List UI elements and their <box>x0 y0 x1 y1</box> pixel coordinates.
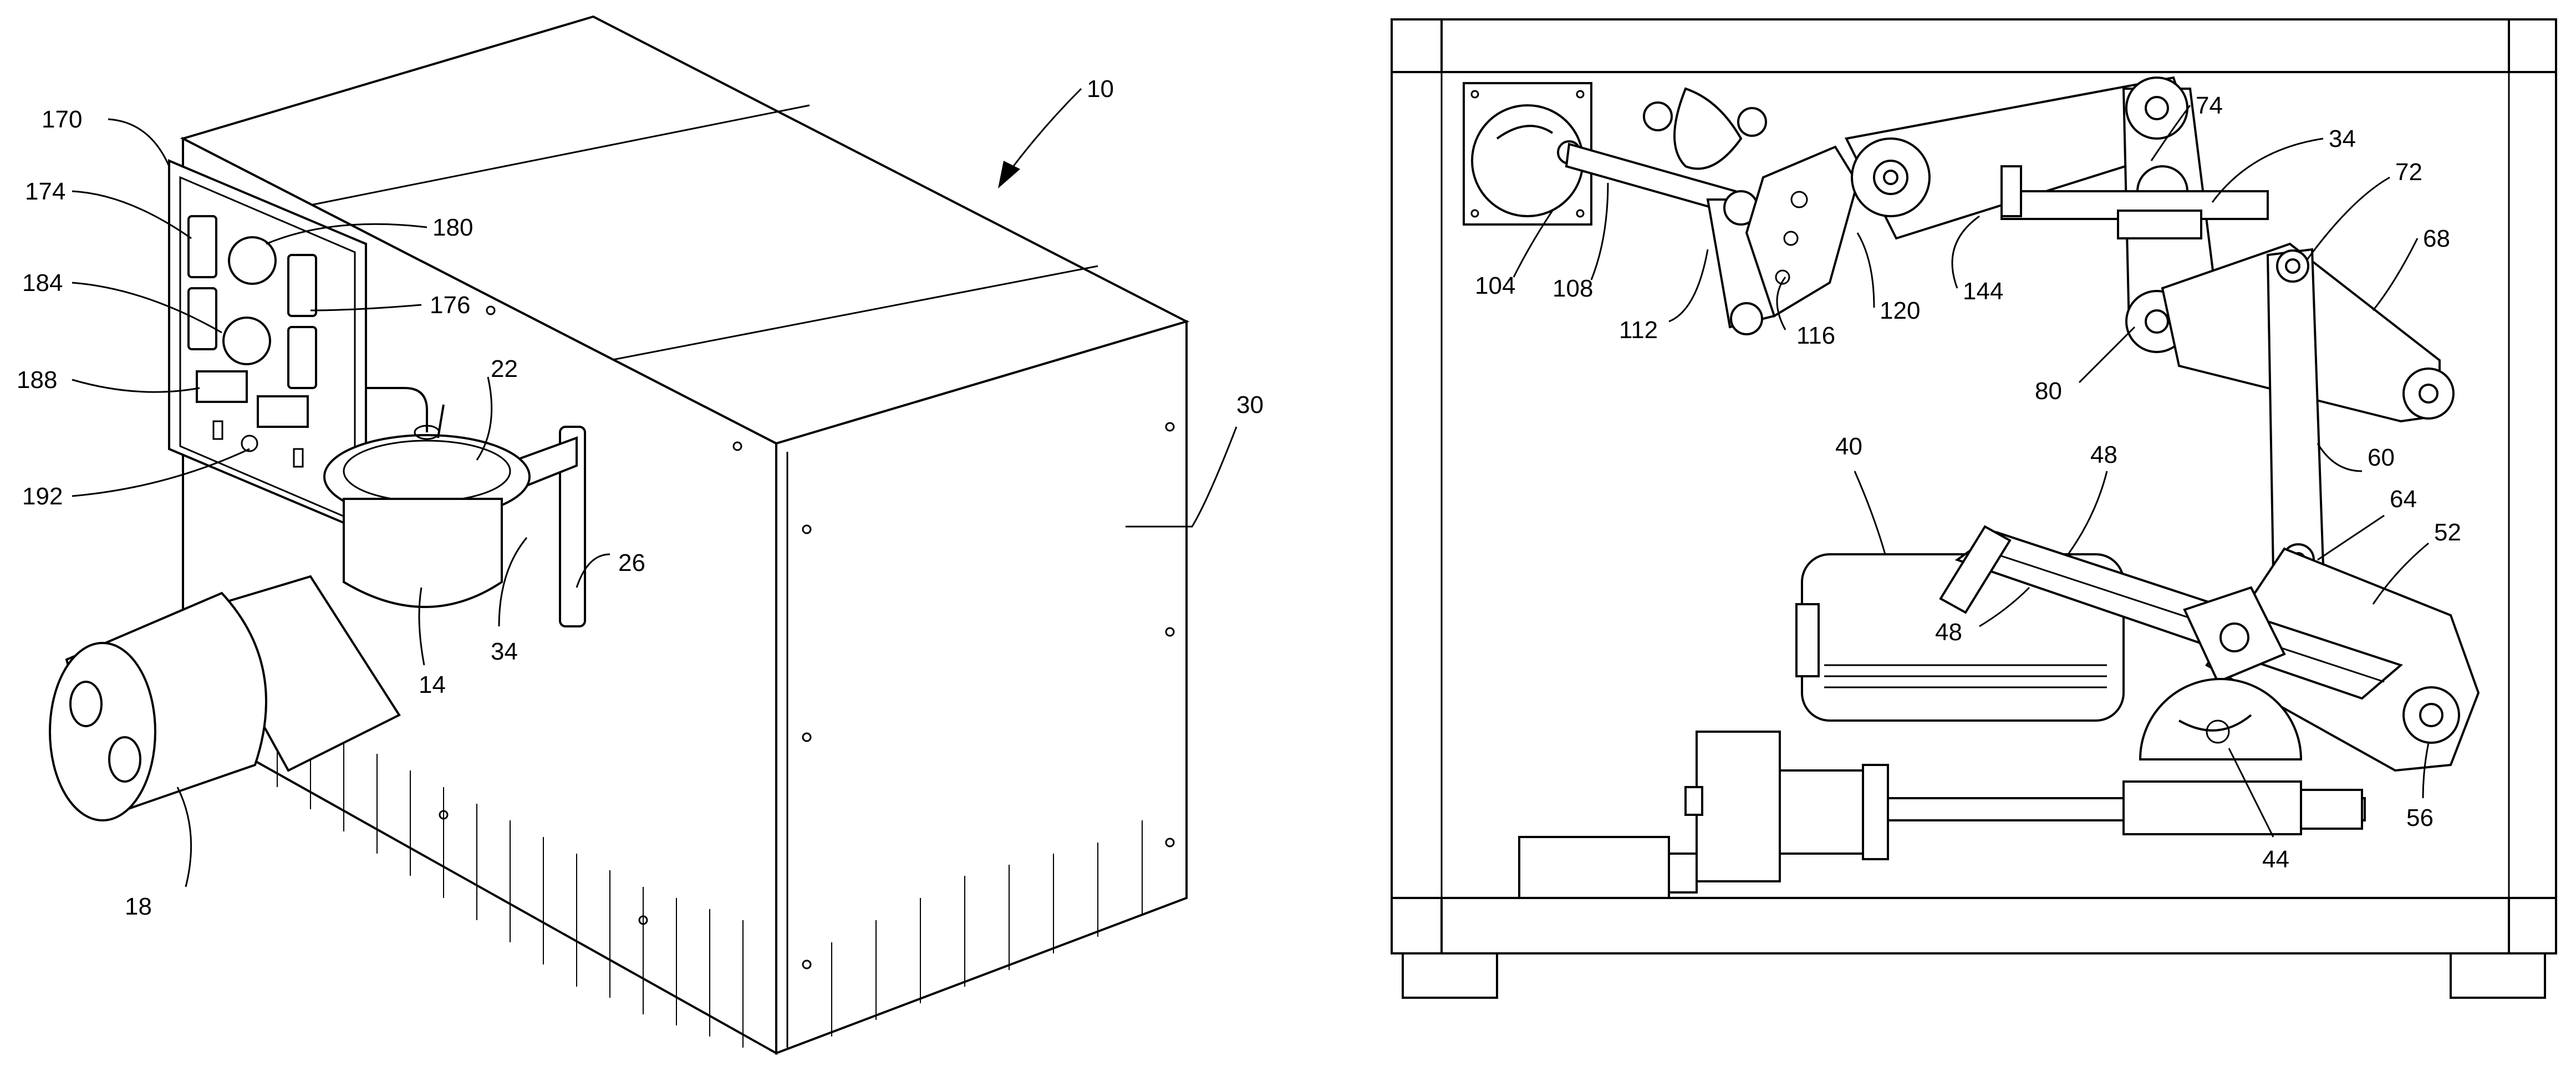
mechanism-figure: 34 74 72 68 104 108 112 116 120 144 80 4… <box>1392 19 2556 998</box>
display-188-right <box>258 396 308 427</box>
ref-40: 40 <box>1835 433 1862 460</box>
knob-184 <box>223 318 270 364</box>
cup-14 <box>344 499 502 607</box>
ref-188: 188 <box>17 366 57 394</box>
ref-56: 56 <box>2406 804 2434 831</box>
switch-176-top <box>288 255 316 316</box>
ref-176: 176 <box>430 292 470 319</box>
machine-perspective-figure: 10 170 174 180 184 176 188 192 22 30 26 … <box>17 17 1264 1053</box>
ref-30: 30 <box>1236 391 1264 418</box>
ref-112: 112 <box>1619 317 1658 344</box>
ref-74: 74 <box>2196 92 2223 119</box>
ref-120: 120 <box>1880 297 1920 324</box>
ref-68: 68 <box>2423 225 2450 252</box>
link-60 <box>2268 249 2323 575</box>
ref-174: 174 <box>25 178 65 205</box>
ref-72: 72 <box>2395 159 2422 186</box>
ref-48-bottom: 48 <box>1935 619 1962 646</box>
knob-180 <box>229 237 276 284</box>
ref-34: 34 <box>2329 125 2356 152</box>
ref-64: 64 <box>2390 486 2417 513</box>
ref-60: 60 <box>2368 444 2395 471</box>
ref-192: 192 <box>22 483 63 510</box>
ref-144: 144 <box>1963 278 2003 305</box>
base-block <box>1519 837 1669 898</box>
ref-108: 108 <box>1552 275 1593 302</box>
cabinet-right-face <box>776 321 1187 1053</box>
ref-180: 180 <box>432 214 473 241</box>
switch-184 <box>189 288 216 349</box>
ref-116: 116 <box>1796 322 1835 349</box>
ref-22: 22 <box>491 355 518 382</box>
ref-80: 80 <box>2035 377 2062 405</box>
gearbox <box>1697 732 1780 881</box>
ref-48-top: 48 <box>2090 441 2117 468</box>
ref-26: 26 <box>618 549 645 576</box>
ref-184: 184 <box>22 269 63 297</box>
ref-104: 104 <box>1475 272 1515 299</box>
foot-left <box>1403 953 1497 998</box>
ref-18: 18 <box>125 893 152 920</box>
switch-176-bottom <box>288 327 316 388</box>
ref-34: 34 <box>491 638 518 665</box>
switch-174 <box>189 216 216 277</box>
ref-14: 14 <box>419 671 446 698</box>
ref-10: 10 <box>1087 75 1114 103</box>
ref-170: 170 <box>42 106 82 133</box>
outlet-face-18 <box>50 643 155 820</box>
ref-52: 52 <box>2434 519 2461 546</box>
foot-right <box>2451 953 2545 998</box>
ref-44: 44 <box>2262 846 2289 873</box>
display-188-left <box>197 371 247 402</box>
